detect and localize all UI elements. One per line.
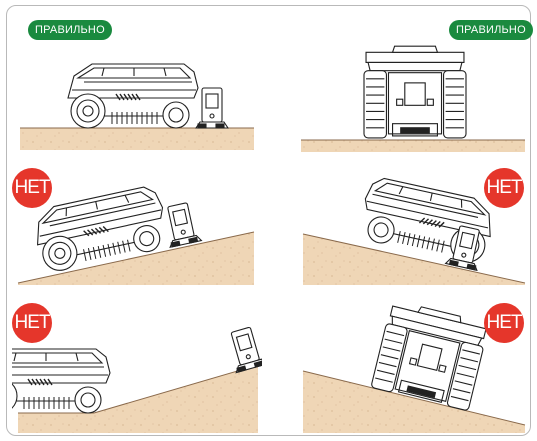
correct-badge-right: ПРАВИЛЬНО (449, 20, 533, 40)
wrong-badge-row3-left: НЕТ (12, 303, 52, 343)
wrong-badge-row2-left: НЕТ (12, 168, 52, 208)
correct-badge-left: ПРАВИЛЬНО (28, 20, 112, 40)
wrong-badge-row2-right: НЕТ (484, 168, 524, 208)
wrong-badge-row3-right: НЕТ (484, 303, 524, 343)
